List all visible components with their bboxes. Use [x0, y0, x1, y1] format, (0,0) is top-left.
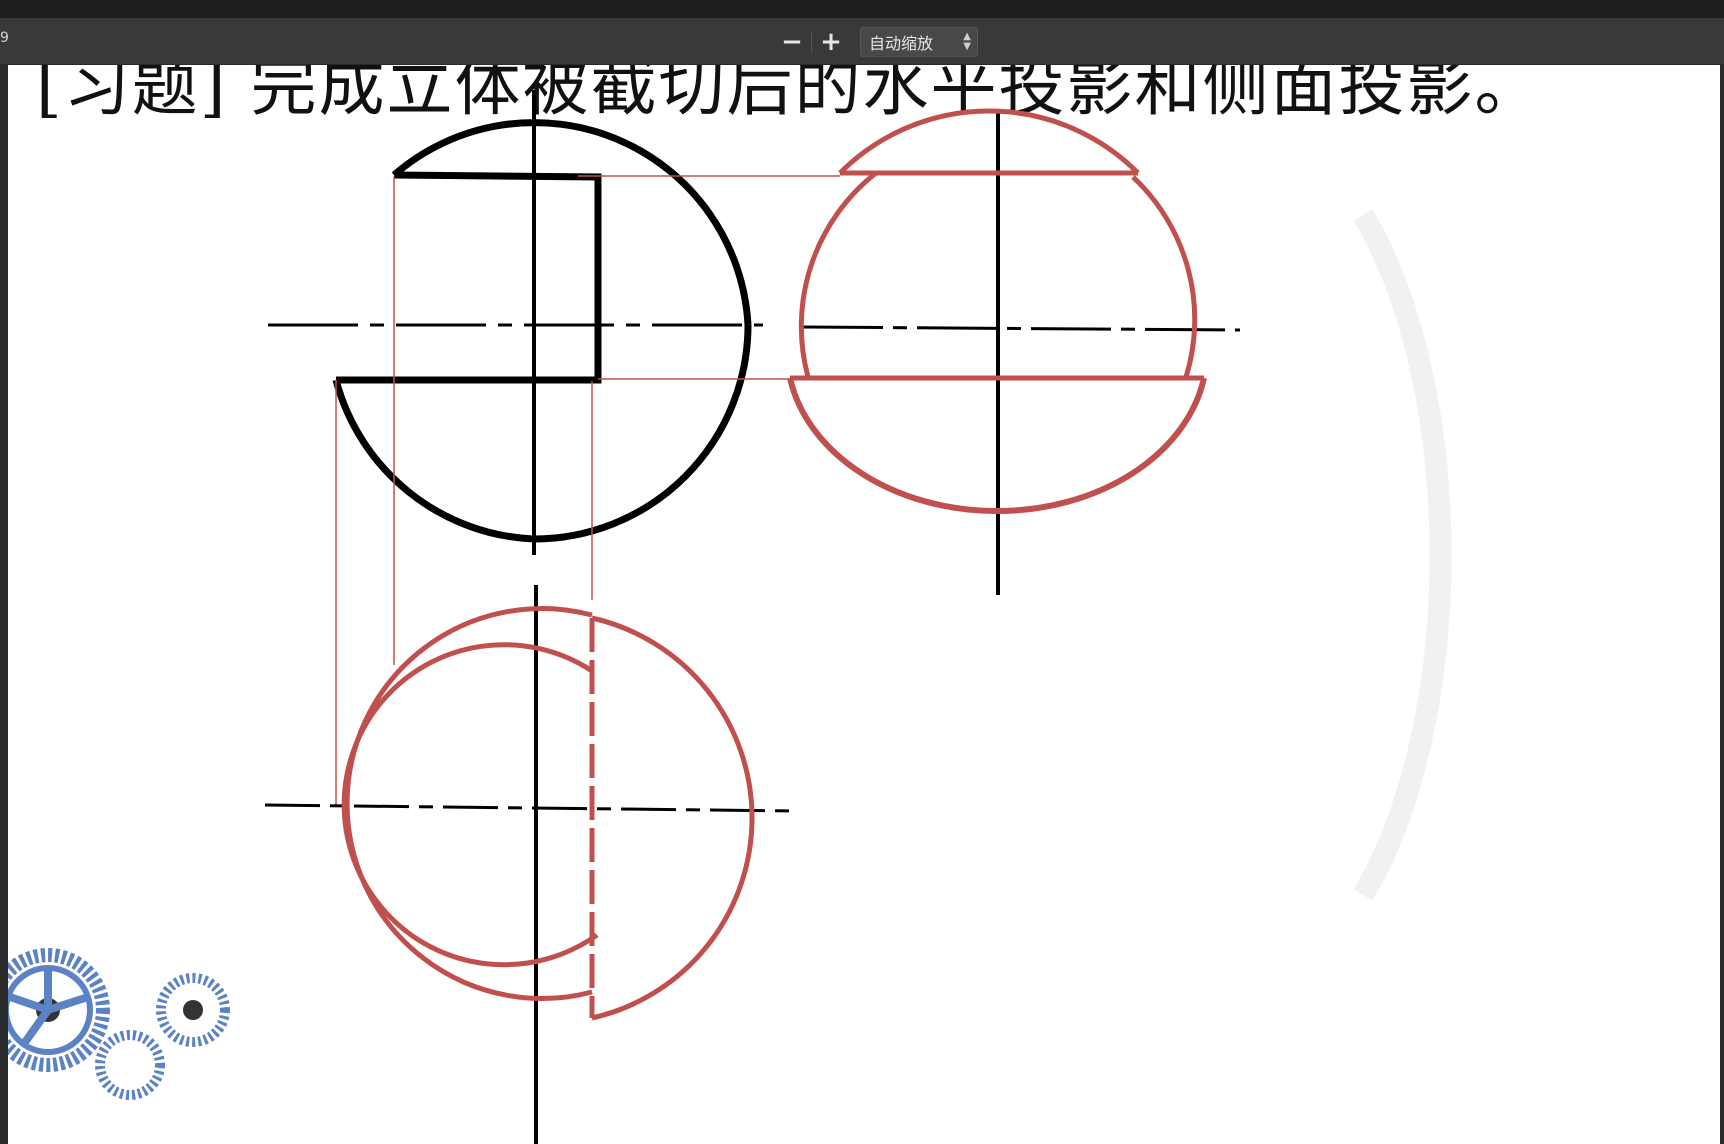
page-edge [1720, 65, 1724, 1144]
side-lower-arc [787, 377, 1207, 514]
front-upper-arc [391, 119, 752, 326]
top-inner-circle [341, 642, 599, 968]
updown-caret-icon: ▲▼ [963, 31, 971, 52]
side-left-arc [798, 171, 878, 378]
page-number: 9 [0, 30, 9, 46]
side-view [787, 108, 1241, 595]
minus-icon: − [781, 27, 803, 57]
side-top-cap-arc [838, 108, 1140, 175]
toolbar-divider [811, 31, 812, 53]
top-view [264, 585, 799, 1144]
top-outer-circle [344, 606, 593, 1001]
front-notch [336, 171, 602, 384]
viewer-toolbar: 9 − + 自动缩放 ▲▼ [0, 18, 1724, 65]
top-outer-half [591, 615, 755, 1021]
page-title: [习题] 完成立体被截切后的水平投影和侧面投影。 [36, 65, 1543, 125]
gear-icon [8, 948, 230, 1100]
side-right-arc [1131, 175, 1198, 378]
zoom-controls: − + 自动缩放 ▲▼ [775, 27, 978, 57]
zoom-select-value: 自动缩放 [869, 34, 934, 53]
side-center-horizontal [802, 325, 1241, 332]
zoom-in-button[interactable]: + [814, 28, 848, 56]
zoom-select[interactable]: 自动缩放 ▲▼ [860, 27, 978, 57]
engineering-drawing [8, 90, 1452, 1144]
watermark-arc [1353, 209, 1452, 901]
window-top-bar [0, 0, 1724, 18]
document-page: [习题] 完成立体被截切后的水平投影和侧面投影。 [8, 65, 1724, 1144]
plus-icon: + [820, 27, 842, 57]
projection-lines [335, 175, 840, 805]
front-right-arc [533, 324, 752, 543]
zoom-out-button[interactable]: − [775, 28, 809, 56]
front-lower-arc [332, 379, 535, 543]
front-view [268, 90, 763, 555]
